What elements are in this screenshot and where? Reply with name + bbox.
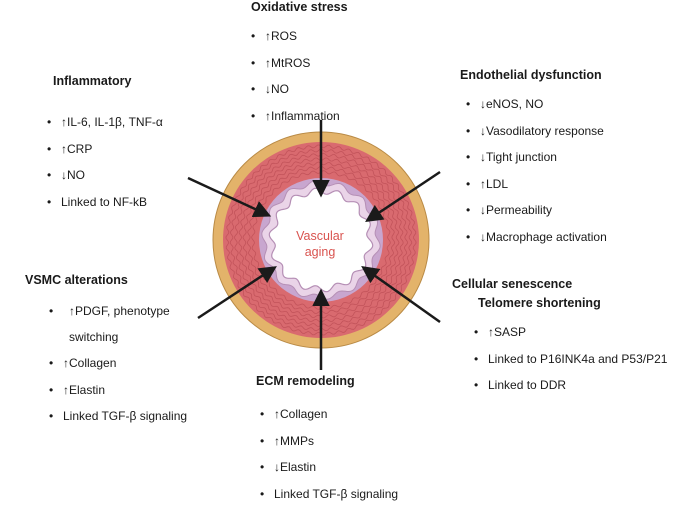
center-label-line-2: aging <box>270 244 370 260</box>
list-item: ↑LDL <box>466 171 607 198</box>
list-item: ↑Collagen <box>49 350 209 377</box>
list-item: ↑SASP <box>474 319 667 346</box>
list-item: Linked to P16INK4a and P53/P21 <box>474 346 667 373</box>
list-item: ↑Inflammation <box>251 103 348 130</box>
list-item: Linked TGF-β signaling <box>49 403 209 430</box>
list-item: ↑IL-6, IL-1β, TNF-α <box>47 109 163 136</box>
list-item: ↓Elastin <box>260 454 398 481</box>
endothelial-list: ↓eNOS, NO ↓Vasodilatory response ↓Tight … <box>466 91 607 250</box>
list-item: Linked to NF-kB <box>47 189 163 216</box>
inflammatory-title: Inflammatory <box>53 74 163 89</box>
oxidative-stress-panel: Oxidative stress ↑ROS ↑MtROS ↓NO ↑Inflam… <box>251 0 348 129</box>
list-item: ↓NO <box>251 76 348 103</box>
senescence-subtitle: Telomere shortening <box>478 296 667 311</box>
list-item: ↓Permeability <box>466 197 607 224</box>
list-item: ↑Collagen <box>260 401 398 428</box>
list-item: ↑Elastin <box>49 377 209 404</box>
list-item: Linked TGF-β signaling <box>260 481 398 507</box>
oxidative-stress-title: Oxidative stress <box>251 0 348 15</box>
list-item: ↑ROS <box>251 23 348 50</box>
senescence-panel: Cellular senescence Telomere shortening … <box>452 277 667 399</box>
endothelial-title: Endothelial dysfunction <box>460 68 607 83</box>
list-item: ↓Vasodilatory response <box>466 118 607 145</box>
list-item: ↓Tight junction <box>466 144 607 171</box>
senescence-list: ↑SASP Linked to P16INK4a and P53/P21 Lin… <box>474 319 667 399</box>
list-item: ↑MtROS <box>251 50 348 77</box>
vsmc-title: VSMC alterations <box>25 273 209 288</box>
ecm-panel: ECM remodeling ↑Collagen ↑MMPs ↓Elastin … <box>256 374 398 507</box>
list-item: ↑PDGF, phenotype switching <box>49 298 209 350</box>
list-item: ↑MMPs <box>260 428 398 455</box>
senescence-title: Cellular senescence <box>452 277 667 292</box>
vsmc-list: ↑PDGF, phenotype switching ↑Collagen ↑El… <box>49 298 209 430</box>
endothelial-panel: Endothelial dysfunction ↓eNOS, NO ↓Vasod… <box>460 68 607 250</box>
center-label-line-1: Vascular <box>270 228 370 244</box>
vsmc-panel: VSMC alterations ↑PDGF, phenotype switch… <box>25 273 209 430</box>
list-item: Linked to DDR <box>474 372 667 399</box>
ecm-list: ↑Collagen ↑MMPs ↓Elastin Linked TGF-β si… <box>260 401 398 507</box>
inflammatory-list: ↑IL-6, IL-1β, TNF-α ↑CRP ↓NO Linked to N… <box>47 109 163 215</box>
vascular-aging-label: Vascular aging <box>270 228 370 260</box>
oxidative-stress-list: ↑ROS ↑MtROS ↓NO ↑Inflammation <box>251 23 348 129</box>
list-item: ↓Macrophage activation <box>466 224 607 251</box>
ecm-title: ECM remodeling <box>256 374 398 389</box>
list-item: ↓eNOS, NO <box>466 91 607 118</box>
inflammatory-panel: Inflammatory ↑IL-6, IL-1β, TNF-α ↑CRP ↓N… <box>53 74 163 215</box>
list-item: ↑CRP <box>47 136 163 163</box>
list-item: ↓NO <box>47 162 163 189</box>
